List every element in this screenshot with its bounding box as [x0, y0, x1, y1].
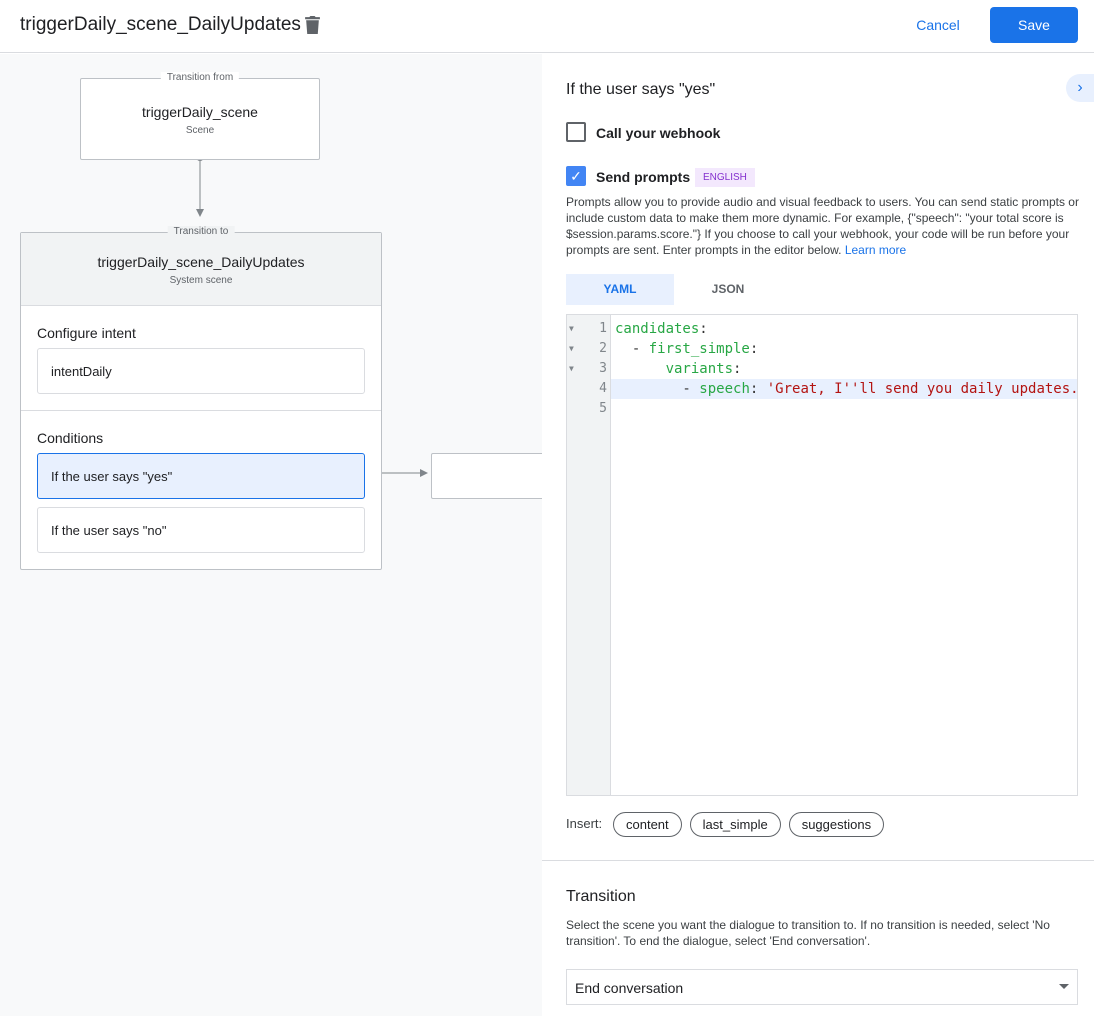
target-scene-node[interactable] [431, 453, 542, 499]
tab-yaml[interactable]: YAML [566, 274, 674, 305]
prompts-description: Prompts allow you to provide audio and v… [566, 194, 1082, 258]
fold-icon[interactable]: ▼ [569, 324, 574, 333]
chevron-right-icon[interactable]: › [1066, 74, 1094, 102]
fold-icon[interactable]: ▼ [569, 344, 574, 353]
code-line: ▼2 - first_simple: [569, 341, 759, 357]
header: triggerDaily_scene_DailyUpdates Cancel S… [0, 0, 1094, 53]
transition-to-node: triggerDaily_scene_DailyUpdates System s… [20, 226, 382, 570]
language-badge: ENGLISH [695, 168, 755, 187]
learn-more-link[interactable]: Learn more [844, 243, 907, 257]
code-line: ▼3 variants: [569, 361, 742, 377]
insert-label: Insert: [566, 816, 603, 831]
transition-select[interactable]: End conversation [566, 969, 1078, 1005]
tab-json[interactable]: JSON [711, 282, 745, 296]
line-gutter [567, 315, 611, 795]
insert-last-simple-chip[interactable]: last_simple [689, 812, 781, 837]
transition-from-label: Transition from [160, 72, 240, 83]
insert-suggestions-chip[interactable]: suggestions [788, 812, 885, 837]
transition-description: Select the scene you want the dialogue t… [566, 918, 1050, 948]
condition-no[interactable]: If the user says "no" [37, 507, 365, 553]
delete-icon[interactable] [304, 15, 321, 34]
page-title: triggerDaily_scene_DailyUpdates [20, 14, 301, 35]
cancel-button[interactable]: Cancel [904, 8, 972, 42]
send-prompts-label: Send prompts [596, 169, 691, 185]
scene-type: System scene [169, 275, 233, 286]
scene-name: triggerDaily_scene [142, 104, 258, 120]
webhook-label: Call your webhook [596, 125, 721, 141]
active-line-highlight [611, 379, 1077, 399]
save-button[interactable]: Save [990, 7, 1078, 43]
condition-panel: If the user says "yes" › Call your webho… [542, 54, 1094, 1016]
scene-name: triggerDaily_scene_DailyUpdates [97, 254, 305, 270]
description-text: Prompts allow you to provide audio and v… [566, 195, 1079, 257]
webhook-checkbox[interactable] [566, 122, 586, 142]
scene-canvas: Transition from triggerDaily_scene Scene… [0, 54, 542, 1016]
intent-item[interactable]: intentDaily [37, 348, 365, 394]
transition-heading: Transition [566, 888, 636, 905]
insert-content-chip[interactable]: content [613, 812, 682, 837]
transition-to-label: Transition to [167, 226, 235, 237]
dropdown-arrow-icon [1059, 984, 1069, 989]
insert-chips: content last_simple suggestions [613, 812, 885, 837]
send-prompts-checkbox[interactable]: ✓ [566, 166, 586, 186]
configure-intent-heading: Configure intent [37, 325, 136, 341]
select-value: End conversation [575, 980, 684, 996]
panel-title: If the user says "yes" [566, 81, 716, 98]
conditions-heading: Conditions [37, 430, 104, 446]
code-line: 5 [599, 401, 607, 416]
transition-from-node[interactable]: Transition from triggerDaily_scene Scene [80, 72, 320, 160]
condition-yes[interactable]: If the user says "yes" [37, 453, 365, 499]
fold-icon[interactable]: ▼ [569, 364, 574, 373]
scene-type: Scene [185, 125, 215, 136]
code-line: 4 - speech: 'Great, I''ll send you daily… [599, 381, 1078, 397]
divider [542, 860, 1094, 861]
